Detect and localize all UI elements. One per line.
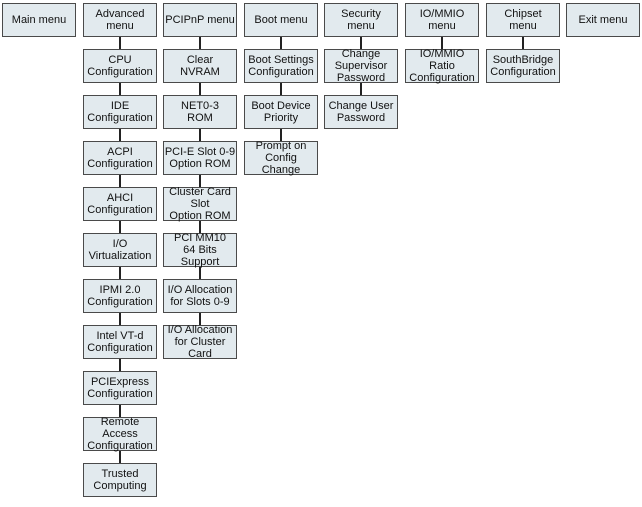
menu-header-io-mmio-menu: IO/MMIO menu [405, 3, 479, 37]
connector-line [360, 83, 362, 95]
connector-line [119, 129, 121, 141]
connector-line [280, 37, 282, 49]
connector-line [199, 83, 201, 95]
connector-line [119, 359, 121, 371]
submenu-item-acpi-configuration: ACPI Configuration [83, 141, 157, 175]
menu-header-boot-menu: Boot menu [244, 3, 318, 37]
submenu-item-clear-nvram: Clear NVRAM [163, 49, 237, 83]
submenu-item-i-o-allocation-for-cluster-card: I/O Allocation for Cluster Card [163, 324, 237, 360]
submenu-item-trusted-computing: Trusted Computing [83, 463, 157, 497]
submenu-item-pci-e-slot-0-9-option-rom: PCI-E Slot 0-9 Option ROM [163, 141, 237, 175]
submenu-item-change-supervisor-password: Change Supervisor Password [324, 48, 398, 84]
connector-line [119, 451, 121, 463]
connector-line [119, 313, 121, 325]
connector-line [119, 267, 121, 279]
submenu-item-prompt-on-config-change: Prompt on Config Change [244, 140, 318, 176]
connector-line [280, 129, 282, 141]
menu-header-pcipnp-menu: PCIPnP menu [163, 3, 237, 37]
connector-line [199, 37, 201, 49]
submenu-item-southbridge-configuration: SouthBridge Configuration [486, 49, 560, 83]
connector-line [441, 37, 443, 49]
submenu-item-cpu-configuration: CPU Configuration [83, 49, 157, 83]
connector-line [280, 83, 282, 95]
submenu-item-pciexpress-configuration: PCIExpress Configuration [83, 371, 157, 405]
connector-line [360, 37, 362, 49]
submenu-item-pci-mm10-64-bits-support: PCI MM10 64 Bits Support [163, 232, 237, 268]
connector-line [199, 129, 201, 141]
submenu-item-ide-configuration: IDE Configuration [83, 95, 157, 129]
submenu-item-io-mmio-ratio-configuration: IO/MMIO Ratio Configuration [405, 48, 479, 84]
submenu-item-i-o-allocation-for-slots-0-9: I/O Allocation for Slots 0-9 [163, 279, 237, 313]
connector-line [522, 37, 524, 49]
submenu-item-boot-settings-configuration: Boot Settings Configuration [244, 49, 318, 83]
connector-line [199, 221, 201, 233]
menu-header-advanced-menu: Advanced menu [83, 3, 157, 37]
submenu-item-remote-access-configuration: Remote Access Configuration [83, 416, 157, 452]
menu-header-main-menu: Main menu [2, 3, 76, 37]
submenu-item-change-user-password: Change User Password [324, 95, 398, 129]
menu-header-security-menu: Security menu [324, 3, 398, 37]
submenu-item-boot-device-priority: Boot Device Priority [244, 95, 318, 129]
submenu-item-ahci-configuration: AHCI Configuration [83, 187, 157, 221]
connector-line [119, 83, 121, 95]
connector-line [199, 267, 201, 279]
connector-line [119, 405, 121, 417]
menu-header-chipset-menu: Chipset menu [486, 3, 560, 37]
submenu-item-ipmi-2-0-configuration: IPMI 2.0 Configuration [83, 279, 157, 313]
connector-line [119, 175, 121, 187]
submenu-item-intel-vt-d-configuration: Intel VT-d Configuration [83, 325, 157, 359]
submenu-item-net0-3-rom: NET0-3 ROM [163, 95, 237, 129]
menu-header-exit-menu: Exit menu [566, 3, 640, 37]
connector-line [199, 175, 201, 187]
submenu-item-cluster-card-slot-option-rom: Cluster Card Slot Option ROM [163, 186, 237, 222]
submenu-item-i-o-virtualization: I/O Virtualization [83, 233, 157, 267]
connector-line [119, 37, 121, 49]
connector-line [199, 313, 201, 325]
connector-line [119, 221, 121, 233]
